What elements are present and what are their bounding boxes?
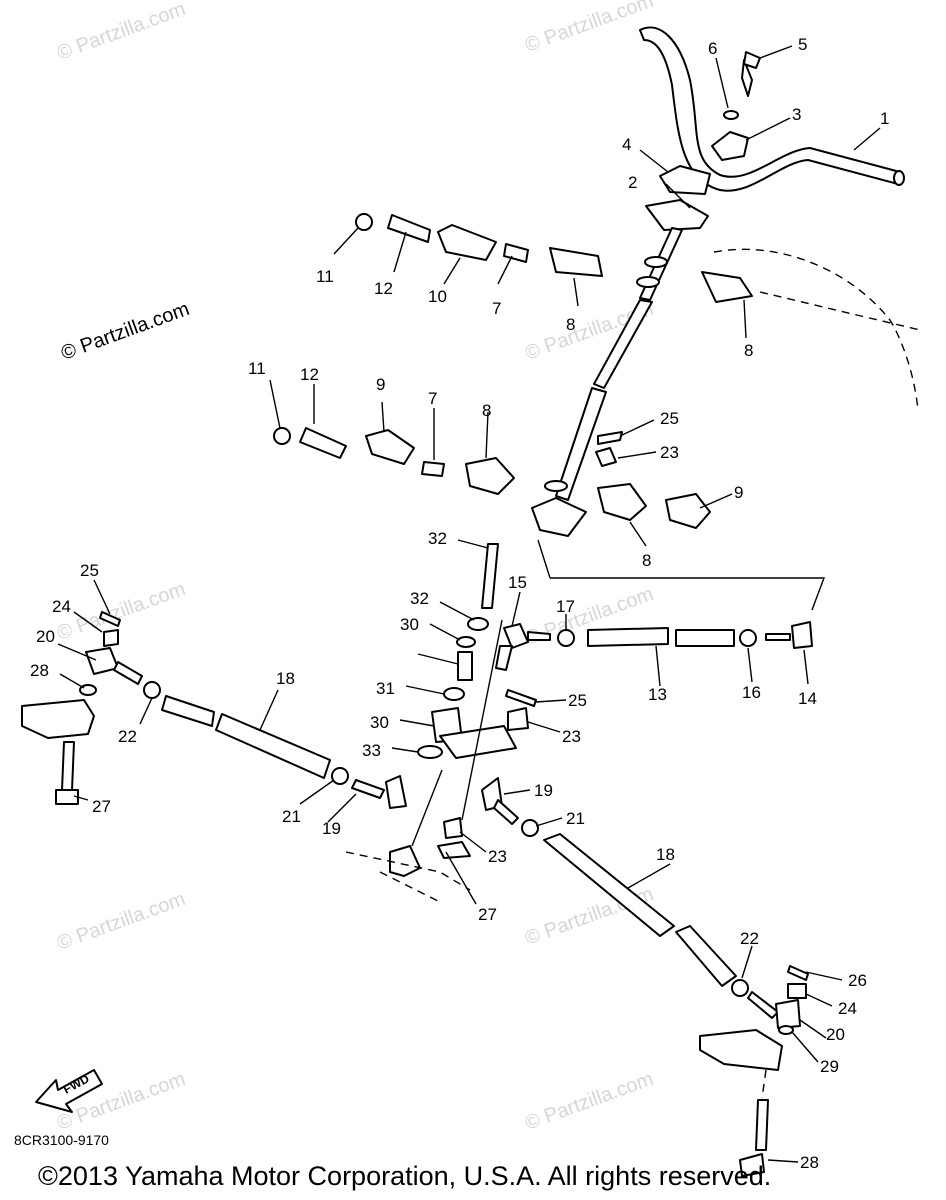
- part-label: 32: [410, 589, 429, 608]
- part-label: 27: [478, 905, 497, 924]
- handlebar-clamps: [659, 51, 761, 195]
- leader-lines: [57, 45, 881, 1163]
- part-label: 9: [376, 375, 385, 394]
- upper-linkage-parts: [355, 213, 921, 411]
- steering-column: [531, 199, 709, 537]
- copyright-notice: ©2013 Yamaha Motor Corporation, U.S.A. A…: [38, 1161, 771, 1191]
- part-label: 32: [428, 529, 447, 548]
- part-label: 16: [742, 683, 761, 702]
- watermark: © Partzilla.com: [58, 298, 192, 365]
- part-label: 18: [276, 669, 295, 688]
- part-label: 14: [798, 689, 817, 708]
- part-label: 19: [534, 781, 553, 800]
- part-label: 11: [316, 267, 334, 286]
- watermark: © Partzilla.com: [522, 0, 656, 57]
- left-tie-rod: [21, 611, 407, 809]
- center-pitman-parts: [345, 543, 537, 903]
- part-label: 8: [744, 341, 753, 360]
- part-label: 12: [300, 365, 319, 384]
- part-label: 28: [800, 1153, 819, 1172]
- handlebar: [639, 26, 905, 192]
- part-label: 19: [322, 819, 341, 838]
- part-label: 28: [30, 661, 49, 680]
- part-label: 6: [708, 39, 717, 58]
- part-label: 10: [428, 287, 447, 306]
- part-label: 5: [798, 35, 807, 54]
- middle-linkage-parts: [273, 427, 711, 529]
- part-label: 21: [282, 807, 301, 826]
- part-label: 9: [734, 483, 743, 502]
- part-labels: 1 2 3 4 5 6 7 7 8 8 8 8 9 9 10 11 11 12 …: [30, 35, 889, 1172]
- part-label: 33: [362, 741, 381, 760]
- watermark: © Partzilla.com: [522, 1068, 656, 1135]
- part-label: 30: [400, 615, 419, 634]
- part-label: 26: [848, 971, 867, 990]
- watermark: © Partzilla.com: [54, 0, 188, 65]
- part-label: 30: [370, 713, 389, 732]
- part-label: 23: [562, 727, 581, 746]
- watermarks: © Partzilla.com © Partzilla.com © Partzi…: [54, 0, 656, 1135]
- watermark: © Partzilla.com: [54, 578, 188, 645]
- part-label: 8: [642, 551, 651, 570]
- part-label: 20: [36, 627, 55, 646]
- right-tie-rod: [481, 777, 809, 1177]
- part-label: 24: [52, 597, 71, 616]
- part-label: 11: [248, 359, 266, 378]
- part-label: 25: [568, 691, 587, 710]
- part-label: 22: [118, 727, 137, 746]
- part-label: 18: [656, 845, 675, 864]
- part-label: 3: [792, 105, 801, 124]
- part-label: 2: [628, 173, 637, 192]
- part-label: 7: [428, 389, 437, 408]
- part-label: 13: [648, 685, 667, 704]
- part-label: 12: [374, 279, 393, 298]
- part-label: 20: [826, 1025, 845, 1044]
- part-label: 25: [660, 409, 679, 428]
- part-label: 1: [880, 109, 889, 128]
- part-label: 25: [80, 561, 99, 580]
- part-label: 24: [838, 999, 857, 1018]
- diagram-code: 8CR3100-9170: [14, 1132, 109, 1148]
- part-label: 29: [820, 1057, 839, 1076]
- part-label: 7: [492, 299, 501, 318]
- part-label: 31: [376, 679, 395, 698]
- part-label: 27: [92, 797, 111, 816]
- upper-tie-rod: [495, 539, 826, 671]
- part-label: 8: [566, 315, 575, 334]
- part-label: 23: [488, 847, 507, 866]
- part-label: 21: [566, 809, 585, 828]
- part-label: 17: [556, 597, 575, 616]
- part-label: 22: [740, 929, 759, 948]
- part-label: 4: [622, 135, 631, 154]
- watermark: © Partzilla.com: [54, 888, 188, 955]
- part-label: 15: [508, 573, 527, 592]
- part-label: 23: [660, 443, 679, 462]
- part-label: 8: [482, 401, 491, 420]
